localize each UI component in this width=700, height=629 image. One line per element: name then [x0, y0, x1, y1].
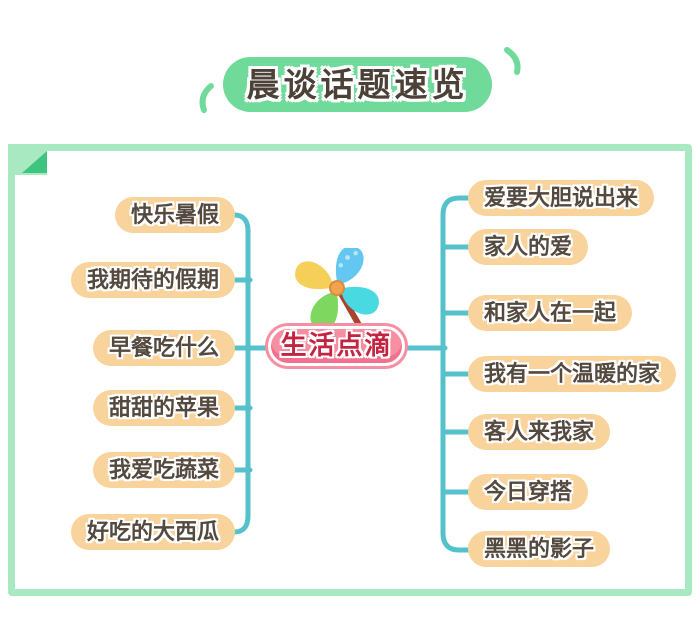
center-topic-node: 生活点滴: [268, 326, 405, 366]
topic-node-left-3: 早餐吃什么: [92, 330, 235, 366]
topic-node-right-3: 和家人在一起: [468, 295, 633, 331]
title-accent-dashes-icon: [199, 47, 521, 113]
topic-node-right-7: 黑黑的影子: [468, 531, 611, 567]
topic-node-right-4: 我有一个温暖的家: [468, 356, 677, 392]
topic-node-left-2: 我期待的假期: [70, 262, 235, 298]
left-trunk-line: [223, 212, 251, 535]
topic-node-right-1: 爱要大胆说出来: [468, 180, 655, 216]
page-title: 晨谈话题速览: [223, 57, 492, 112]
topic-node-left-4: 甜甜的苹果: [92, 390, 235, 426]
topic-node-left-1: 快乐暑假: [114, 197, 235, 233]
topic-node-left-5: 我爱吃蔬菜: [92, 452, 235, 488]
topic-node-right-5: 客人来我家: [468, 414, 611, 450]
topic-node-right-2: 家人的爱: [468, 229, 589, 265]
topic-node-right-6: 今日穿搭: [468, 474, 589, 510]
folded-corner-icon: [8, 144, 47, 175]
pinwheel-icon: [295, 248, 379, 335]
topic-node-left-6: 好吃的大西瓜: [70, 514, 235, 550]
